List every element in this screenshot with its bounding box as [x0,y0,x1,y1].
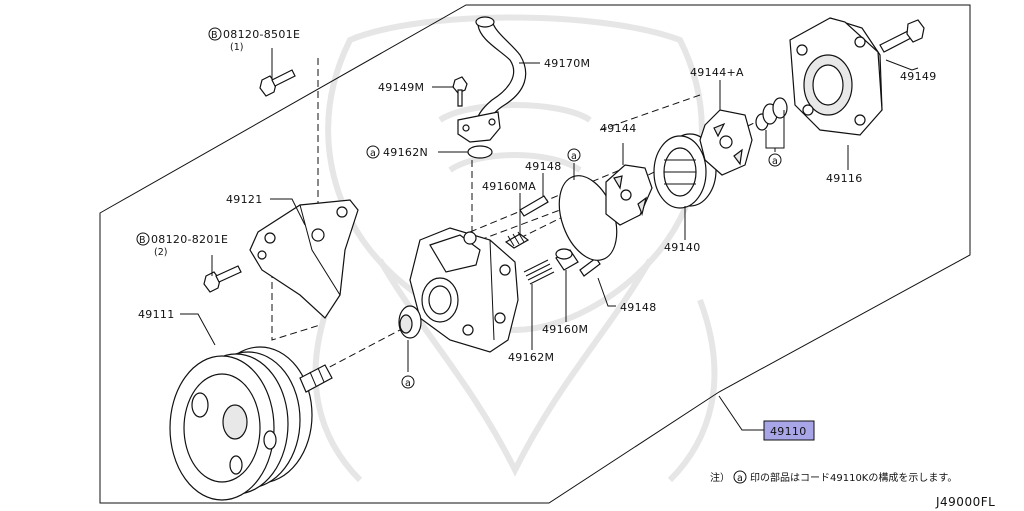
o-ring-49162n [467,145,493,159]
svg-text:a: a [737,473,743,484]
svg-text:08120-8201E: 08120-8201E [151,233,228,246]
figure-code: J49000FL [935,495,995,509]
assembly-boundary [99,4,971,504]
svg-text:a: a [571,151,577,162]
bolt-08120-8501e [259,69,296,97]
plate-49144 [605,164,653,226]
label-49162n: 49162N [383,146,428,159]
bolt-49149m [452,76,468,107]
cover-49116 [789,17,883,136]
kit-mark-small-o-rings: a [768,153,782,167]
bolt-callout-08120-8501e: B 08120-8501E (1) [208,27,300,53]
svg-text:印の部品はコード49110Kの構成を示します。: 印の部品はコード49110Kの構成を示します。 [750,471,957,484]
kit-mark-o-ring-49162n: a [366,145,380,159]
pin-49148-low [579,257,601,277]
svg-text:a: a [370,148,376,159]
plate-49144-a [699,109,753,176]
label-49140: 49140 [664,241,701,254]
pin-49148-top [519,195,549,217]
footnote: 注） a 印の部品はコード49110Kの構成を示します。 [710,470,957,484]
assembly-highlight-box[interactable] [763,420,815,441]
plunger-49160m [555,248,579,271]
spring-49160ma [504,231,530,249]
svg-text:B: B [211,30,218,41]
svg-text:a: a [405,378,411,389]
label-49116: 49116 [826,172,863,185]
label-49170m: 49170M [544,57,590,70]
bolt-49149 [879,19,925,53]
assembly-part-number-49110[interactable]: 49110 [763,420,815,441]
label-49162m: 49162M [508,351,554,364]
kit-mark-oil-seal: a [401,375,415,389]
pump-body [409,227,519,353]
svg-text:B: B [139,235,146,246]
bracket-49121 [249,199,359,319]
bolt-callout-08120-8201e: B 08120-8201E (2) [136,232,228,258]
svg-text:a: a [772,156,778,167]
pulley-49111 [169,346,333,501]
label-49149: 49149 [900,70,937,83]
small-o-rings [755,97,788,131]
kit-marks: a a a a [366,145,782,389]
label-49148-low: 49148 [620,301,657,314]
svg-text:注）: 注） [710,471,730,484]
label-49121: 49121 [226,193,263,206]
hose-49170m [457,16,527,143]
leader-lines [180,48,919,431]
bolt-08120-8201e [203,265,242,293]
label-49160ma: 49160MA [482,180,536,193]
label-49148-top: 49148 [525,160,562,173]
label-49144: 49144 [600,122,637,135]
kit-mark-o-ring-large: a [567,148,581,162]
label-49144-a: 49144+A [690,66,744,79]
label-49149m: 49149M [378,81,424,94]
oil-seal [398,305,422,339]
svg-text:(2): (2) [154,247,167,258]
svg-text:08120-8501E: 08120-8501E [223,28,300,41]
label-49160m: 49160M [542,323,588,336]
svg-text:49110: 49110 [770,425,807,438]
label-49111: 49111 [138,308,175,321]
svg-text:(1): (1) [230,42,243,53]
spring-49162m [523,259,555,285]
callout-labels: 49170M 49149M 49162N 49148 49160MA 49144… [136,27,937,364]
